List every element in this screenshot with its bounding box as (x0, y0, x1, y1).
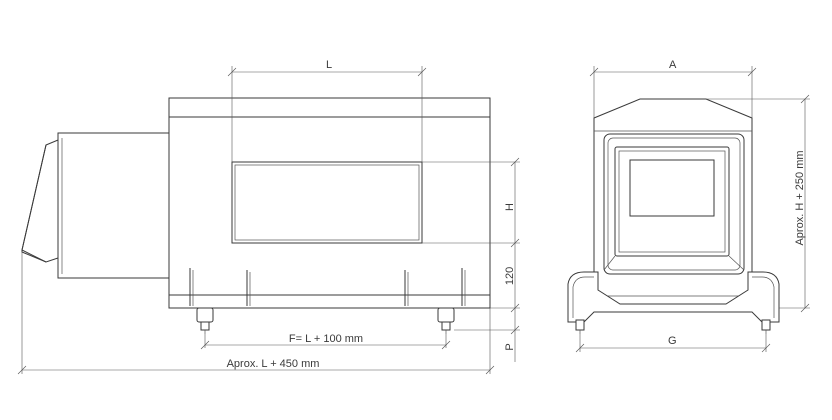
side-view (17, 66, 520, 375)
front-housing (593, 98, 753, 310)
label-base-width: G (668, 335, 677, 347)
side-motor-body (57, 132, 170, 279)
side-aperture (231, 161, 423, 244)
label-width: A (669, 59, 677, 71)
side-motor-cap (21, 139, 59, 263)
label-overall-height: Aprox. H + 250 mm (794, 150, 806, 245)
label-length: L (326, 59, 332, 71)
label-foot-span: F= L + 100 mm (289, 333, 363, 345)
side-housing (168, 97, 491, 309)
front-aperture-window (629, 159, 715, 217)
side-feet (196, 307, 455, 334)
label-foot-p: P (504, 343, 516, 350)
label-overall-length: Aprox. L + 450 mm (227, 358, 320, 370)
front-base-frame (567, 271, 780, 323)
front-feet (575, 319, 771, 334)
front-view (567, 66, 810, 353)
side-legs (189, 268, 466, 306)
front-aperture-outer (603, 133, 745, 275)
label-clearance-120: 120 (504, 267, 516, 285)
label-height: H (504, 203, 516, 211)
front-aperture-inner (614, 146, 730, 257)
